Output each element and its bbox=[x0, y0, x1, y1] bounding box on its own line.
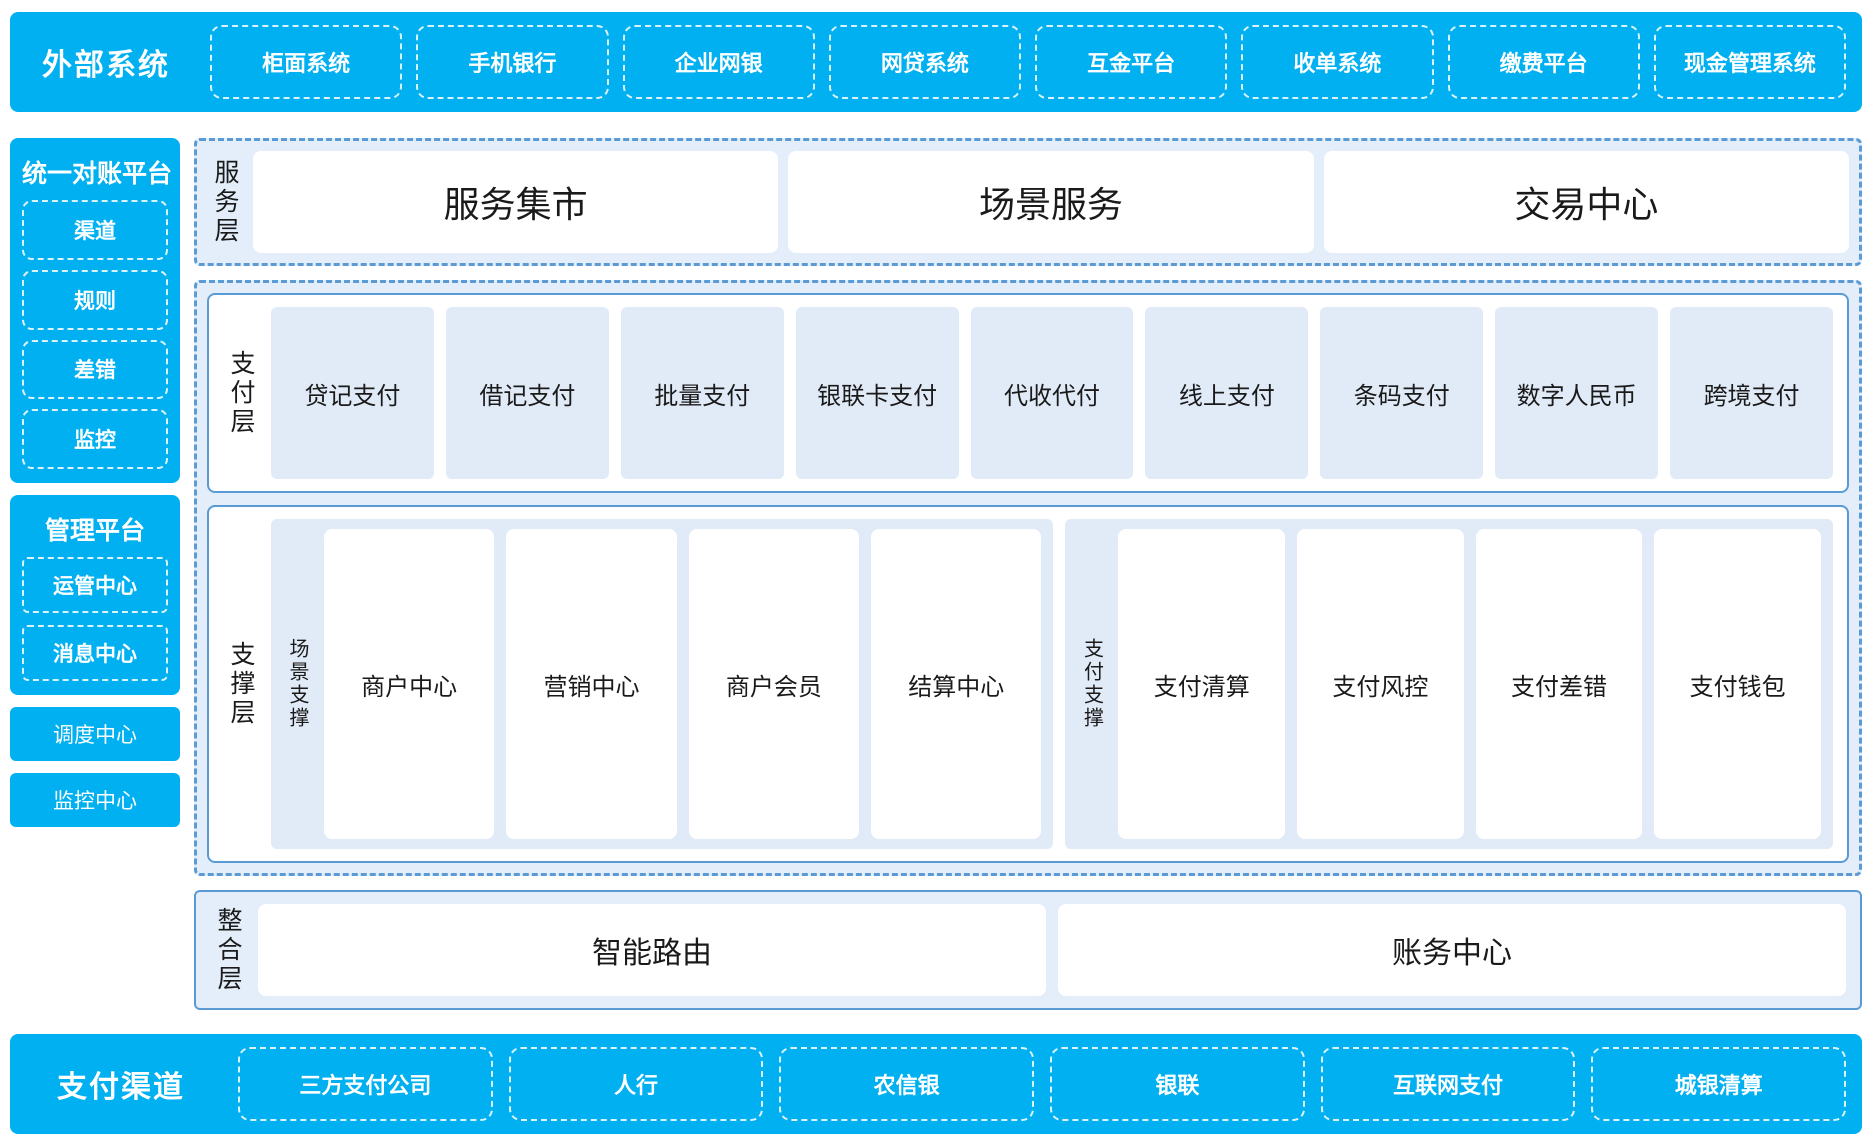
payment-channels-bar: 支付渠道 三方支付公司 人行 农信银 银联 互联网支付 城银清算 bbox=[10, 1034, 1862, 1134]
reconciliation-item-monitor[interactable]: 监控 bbox=[22, 409, 168, 469]
channel-item-unionpay[interactable]: 银联 bbox=[1050, 1047, 1305, 1121]
payment-tile-cross-border[interactable]: 跨境支付 bbox=[1670, 307, 1834, 479]
support-layer-panel: 支撑层 场景支撑 商户中心 营销中心 商户会员 结算中心 支付支撑 支付清算 bbox=[207, 505, 1849, 863]
reconciliation-item-channel[interactable]: 渠道 bbox=[22, 200, 168, 260]
payment-support-tile-error-handling[interactable]: 支付差错 bbox=[1475, 529, 1643, 839]
scene-support-group: 场景支撑 商户中心 营销中心 商户会员 结算中心 bbox=[271, 519, 1054, 849]
payment-layer-panel: 支付层 贷记支付 借记支付 批量支付 银联卡支付 代收代付 线上支付 条码支付 … bbox=[207, 293, 1849, 493]
external-system-item[interactable]: 现金管理系统 bbox=[1653, 25, 1846, 99]
payment-tile-unionpay-card[interactable]: 银联卡支付 bbox=[795, 307, 959, 479]
middle-region: 统一对账平台 渠道 规则 差错 监控 管理平台 运管中心 消息中心 调度中心 监… bbox=[10, 138, 1862, 1010]
payment-channels-title: 支付渠道 bbox=[57, 1071, 185, 1104]
payment-support-label: 支付支撑 bbox=[1080, 638, 1103, 730]
reconciliation-platform-card: 统一对账平台 渠道 规则 差错 监控 bbox=[10, 138, 180, 483]
external-system-item[interactable]: 柜面系统 bbox=[210, 25, 403, 99]
smart-routing-card[interactable]: 智能路由 bbox=[258, 904, 1046, 996]
dispatch-center-card[interactable]: 调度中心 bbox=[10, 707, 180, 761]
integration-layer-label: 整合层 bbox=[214, 906, 242, 994]
scene-tile-merchant-member[interactable]: 商户会员 bbox=[688, 529, 860, 839]
payment-support-tile-clearing[interactable]: 支付清算 bbox=[1118, 529, 1286, 839]
transaction-center-card[interactable]: 交易中心 bbox=[1323, 151, 1849, 253]
management-platform-card: 管理平台 运管中心 消息中心 bbox=[10, 495, 180, 695]
accounting-center-card[interactable]: 账务中心 bbox=[1058, 904, 1846, 996]
payment-support-tile-risk-control[interactable]: 支付风控 bbox=[1297, 529, 1464, 839]
payment-tile-collection-payment[interactable]: 代收代付 bbox=[970, 307, 1134, 479]
external-system-item[interactable]: 企业网银 bbox=[622, 25, 815, 99]
support-layer-label: 支撑层 bbox=[227, 640, 255, 728]
reconciliation-platform-title: 统一对账平台 bbox=[22, 160, 173, 188]
external-system-item[interactable]: 收单系统 bbox=[1241, 25, 1434, 99]
payment-tile-barcode[interactable]: 条码支付 bbox=[1320, 307, 1484, 479]
channel-item-internet-payment[interactable]: 互联网支付 bbox=[1320, 1047, 1576, 1121]
channel-item-third-party[interactable]: 三方支付公司 bbox=[238, 1047, 493, 1121]
core-layers-group: 支付层 贷记支付 借记支付 批量支付 银联卡支付 代收代付 线上支付 条码支付 … bbox=[194, 280, 1862, 876]
payment-tile-digital-rmb[interactable]: 数字人民币 bbox=[1495, 307, 1659, 479]
service-layer-group: 服务层 服务集市 场景服务 交易中心 bbox=[194, 138, 1862, 266]
reconciliation-item-rule[interactable]: 规则 bbox=[22, 269, 168, 330]
external-system-item[interactable]: 缴费平台 bbox=[1447, 25, 1640, 99]
external-systems-bar: 外部系统 柜面系统 手机银行 企业网银 网贷系统 互金平台 收单系统 缴费平台 … bbox=[10, 12, 1862, 112]
payment-tile-batch[interactable]: 批量支付 bbox=[620, 307, 784, 479]
management-item-operations-center[interactable]: 运管中心 bbox=[22, 557, 168, 613]
channel-item-pboc[interactable]: 人行 bbox=[508, 1047, 764, 1121]
layers-stack: 服务层 服务集市 场景服务 交易中心 支付层 贷记支付 借记支付 批量支付 银联… bbox=[194, 138, 1862, 1010]
service-market-card[interactable]: 服务集市 bbox=[253, 151, 779, 253]
channel-item-city-bank-clearing[interactable]: 城银清算 bbox=[1591, 1047, 1847, 1121]
service-layer-label: 服务层 bbox=[211, 158, 239, 246]
payment-layer-label: 支付层 bbox=[227, 349, 255, 437]
external-system-item[interactable]: 网贷系统 bbox=[828, 25, 1021, 99]
scene-tile-marketing-center[interactable]: 营销中心 bbox=[506, 529, 677, 839]
external-systems-title: 外部系统 bbox=[42, 49, 170, 82]
external-system-item[interactable]: 互金平台 bbox=[1035, 25, 1228, 99]
integration-layer-panel: 整合层 智能路由 账务中心 bbox=[194, 890, 1862, 1010]
external-system-item[interactable]: 手机银行 bbox=[416, 25, 609, 99]
management-platform-title: 管理平台 bbox=[44, 517, 145, 545]
payment-support-group: 支付支撑 支付清算 支付风控 支付差错 支付钱包 bbox=[1065, 519, 1833, 849]
payment-support-tile-wallet[interactable]: 支付钱包 bbox=[1654, 529, 1821, 839]
reconciliation-item-error[interactable]: 差错 bbox=[22, 339, 168, 400]
payment-tile-credit[interactable]: 贷记支付 bbox=[271, 307, 434, 479]
payment-tile-debit[interactable]: 借记支付 bbox=[445, 307, 609, 479]
scene-tile-merchant-center[interactable]: 商户中心 bbox=[324, 529, 495, 839]
payment-tile-online[interactable]: 线上支付 bbox=[1145, 307, 1309, 479]
scene-support-label: 场景支撑 bbox=[286, 638, 308, 730]
management-item-message-center[interactable]: 消息中心 bbox=[22, 625, 168, 681]
left-rail: 统一对账平台 渠道 规则 差错 监控 管理平台 运管中心 消息中心 调度中心 监… bbox=[10, 138, 180, 1010]
scenario-service-card[interactable]: 场景服务 bbox=[788, 151, 1314, 253]
scene-tile-settlement-center[interactable]: 结算中心 bbox=[871, 529, 1042, 839]
monitor-center-card[interactable]: 监控中心 bbox=[10, 773, 180, 827]
channel-item-rcc[interactable]: 农信银 bbox=[779, 1047, 1035, 1121]
